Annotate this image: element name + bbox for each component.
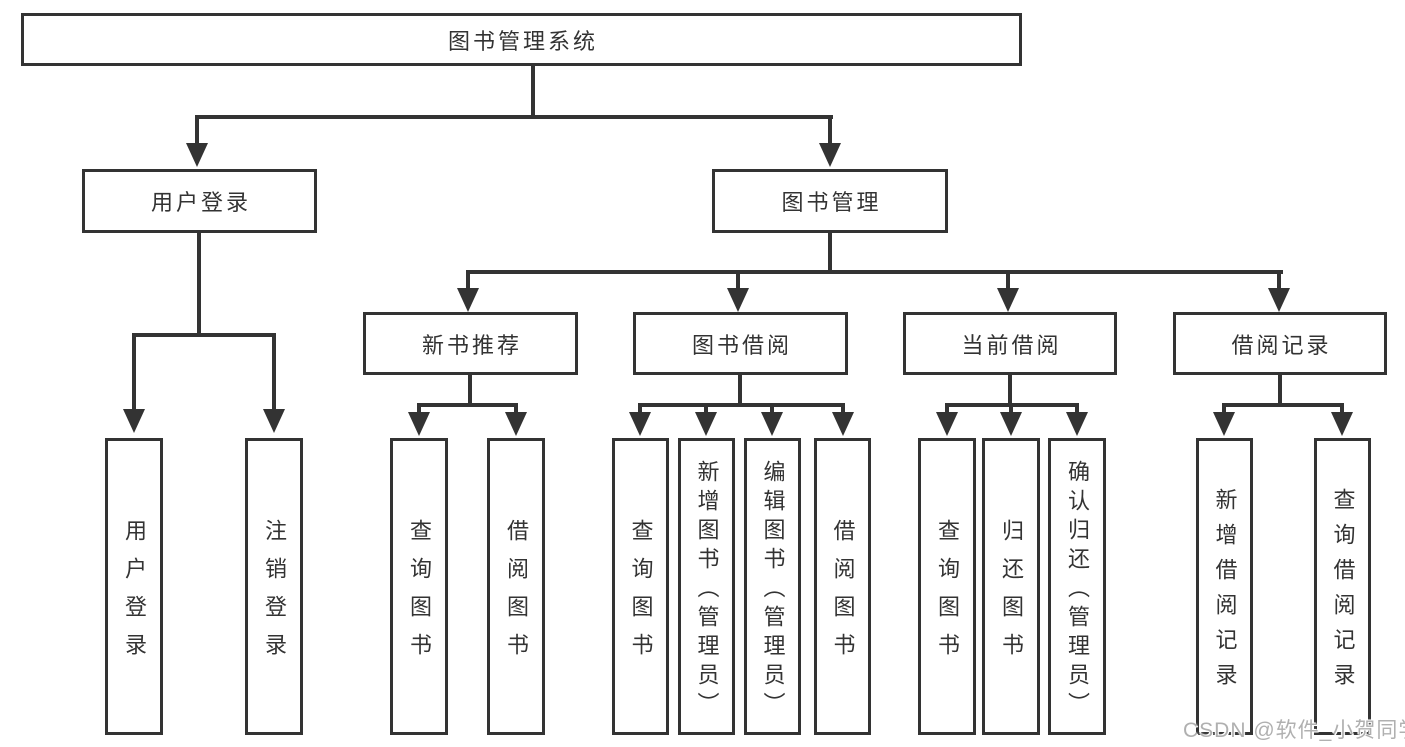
node-current-borrowing: 当前借阅 <box>903 312 1117 375</box>
connector-line <box>466 272 470 290</box>
leaf-query-borrow-record: 查询借阅记录 <box>1314 438 1371 735</box>
connector-line <box>417 405 421 415</box>
leaf-return-books: 归还图书 <box>982 438 1040 735</box>
node-new-book-recommendation: 新书推荐 <box>363 312 578 375</box>
arrow-down-icon <box>1331 412 1353 436</box>
leaf-query-books-current-label: 查询图书 <box>935 518 960 671</box>
leaf-borrow-books: 借阅图书 <box>814 438 871 735</box>
connector-line <box>466 270 1283 274</box>
connector-line <box>531 64 535 117</box>
connector-line <box>1009 405 1013 415</box>
arrow-down-icon <box>761 412 783 436</box>
leaf-borrow-books-recommend-label: 借阅图书 <box>504 518 529 671</box>
connector-line <box>738 375 742 407</box>
node-user-login-label: 用户登录 <box>150 190 251 215</box>
connector-line <box>828 233 832 274</box>
connector-line <box>1006 272 1010 290</box>
connector-line <box>828 117 832 145</box>
connector-line <box>1222 403 1344 407</box>
leaf-user-login: 用户登录 <box>105 438 163 735</box>
connector-line <box>195 117 199 145</box>
leaf-borrow-books-recommend: 借阅图书 <box>487 438 545 735</box>
arrow-down-icon <box>408 412 430 436</box>
leaf-add-borrow-record: 新增借阅记录 <box>1196 438 1253 735</box>
connector-line <box>1340 405 1344 415</box>
node-book-borrowing: 图书借阅 <box>633 312 848 375</box>
arrow-down-icon <box>819 143 841 167</box>
connector-line <box>770 405 774 415</box>
arrow-down-icon <box>1000 412 1022 436</box>
arrow-down-icon <box>263 409 285 433</box>
arrow-down-icon <box>186 143 208 167</box>
arrow-down-icon <box>1268 288 1290 312</box>
leaf-logout-label: 注销登录 <box>262 518 287 671</box>
connector-line <box>514 405 518 415</box>
connector-line <box>417 403 518 407</box>
leaf-confirm-return-admin: 确认归还（管理员） <box>1048 438 1106 735</box>
leaf-query-books-recommend-label: 查询图书 <box>407 518 432 671</box>
connector-line <box>1222 405 1226 415</box>
connector-line <box>272 335 276 411</box>
arrow-down-icon <box>727 288 749 312</box>
connector-line <box>195 115 833 119</box>
node-user-login: 用户登录 <box>82 169 317 233</box>
leaf-user-login-label: 用户登录 <box>122 518 147 671</box>
connector-line <box>197 233 201 335</box>
connector-line <box>704 405 708 415</box>
arrow-down-icon <box>457 288 479 312</box>
leaf-add-book-admin-label: 新增图书（管理员） <box>694 459 720 721</box>
leaf-edit-book-admin: 编辑图书（管理员） <box>744 438 801 735</box>
leaf-query-books-borrowing-label: 查询图书 <box>628 518 654 671</box>
connector-line <box>638 403 845 407</box>
connector-line <box>841 405 845 415</box>
connector-line <box>132 333 276 337</box>
leaf-add-book-admin: 新增图书（管理员） <box>678 438 735 735</box>
node-book-borrowing-label: 图书借阅 <box>691 332 792 358</box>
connector-line <box>945 405 949 415</box>
arrow-down-icon <box>1213 412 1235 436</box>
arrow-down-icon <box>505 412 527 436</box>
leaf-confirm-return-admin-label: 确认归还（管理员） <box>1065 459 1090 721</box>
arrow-down-icon <box>123 409 145 433</box>
connector-line <box>638 405 642 415</box>
arrow-down-icon <box>832 412 854 436</box>
node-root-label: 图书管理系统 <box>447 28 598 54</box>
node-root: 图书管理系统 <box>21 13 1022 66</box>
connector-line <box>132 335 136 411</box>
leaf-return-books-label: 归还图书 <box>999 518 1024 671</box>
leaf-add-borrow-record-label: 新增借阅记录 <box>1212 488 1238 698</box>
csdn-watermark: CSDN @软件_小贺同学 <box>1183 719 1405 742</box>
leaf-edit-book-admin-label: 编辑图书（管理员） <box>760 459 786 721</box>
node-borrowing-records-label: 借阅记录 <box>1231 332 1332 358</box>
node-current-borrowing-label: 当前借阅 <box>961 332 1062 358</box>
node-book-management: 图书管理 <box>712 169 948 233</box>
node-book-management-label: 图书管理 <box>781 190 882 215</box>
node-borrowing-records: 借阅记录 <box>1173 312 1387 375</box>
leaf-query-borrow-record-label: 查询借阅记录 <box>1330 488 1356 698</box>
arrow-down-icon <box>997 288 1019 312</box>
leaf-logout: 注销登录 <box>245 438 303 735</box>
arrow-down-icon <box>629 412 651 436</box>
node-new-book-recommendation-label: 新书推荐 <box>421 332 522 358</box>
leaf-query-books-borrowing: 查询图书 <box>612 438 669 735</box>
arrow-down-icon <box>936 412 958 436</box>
connector-line <box>1008 375 1012 407</box>
leaf-query-books-current: 查询图书 <box>918 438 976 735</box>
connector-line <box>1075 405 1079 415</box>
leaf-borrow-books-label: 借阅图书 <box>830 518 856 671</box>
leaf-query-books-recommend: 查询图书 <box>390 438 448 735</box>
arrow-down-icon <box>695 412 717 436</box>
connector-line <box>1278 375 1282 407</box>
connector-line <box>1277 272 1281 290</box>
connector-line <box>468 375 472 407</box>
connector-line <box>736 272 740 290</box>
arrow-down-icon <box>1066 412 1088 436</box>
